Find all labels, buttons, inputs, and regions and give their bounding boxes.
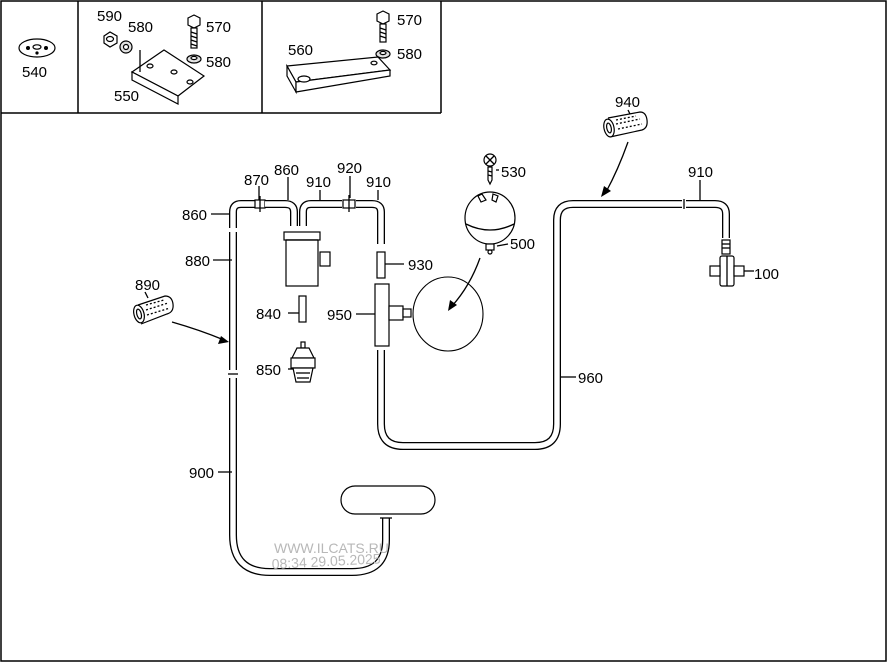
connector-870[interactable] (254, 196, 266, 212)
hose-900[interactable] (229, 378, 390, 576)
callout-910-a[interactable]: 910 (306, 174, 331, 191)
hose-860-left[interactable] (229, 200, 255, 228)
callout-580-a[interactable]: 580 (128, 19, 153, 36)
watermark-timestamp: 08:34 29.05.2025 (271, 550, 381, 572)
hose-960[interactable] (377, 200, 682, 450)
part-540-washer[interactable] (18, 38, 56, 58)
part-590-nut[interactable] (103, 31, 118, 48)
part-580-washer-b[interactable] (186, 54, 202, 64)
callout-930[interactable]: 930 (408, 257, 433, 274)
arrow-890-to-880 (171, 321, 229, 344)
part-550-bracket[interactable] (130, 49, 206, 105)
part-580-washer-c[interactable] (375, 49, 391, 59)
callout-580-c[interactable]: 580 (397, 46, 422, 63)
callout-890[interactable]: 890 (135, 277, 160, 294)
vacuum-reservoir-500[interactable] (464, 191, 516, 255)
callout-550[interactable]: 550 (114, 88, 139, 105)
callout-530[interactable]: 530 (501, 164, 526, 181)
callout-860-b[interactable]: 860 (182, 207, 207, 224)
part-570-bolt[interactable] (187, 14, 201, 49)
callout-870[interactable]: 870 (244, 172, 269, 189)
screw-530[interactable] (483, 153, 497, 186)
callout-850[interactable]: 850 (256, 362, 281, 379)
hose-900-end-cap (228, 373, 392, 519)
callout-590[interactable]: 590 (97, 8, 122, 25)
callout-940[interactable]: 940 (615, 94, 640, 111)
pipe-840[interactable] (298, 295, 307, 323)
arrow-940-to-960 (601, 141, 629, 197)
hose-910-a[interactable] (299, 200, 342, 226)
t-piece-950[interactable] (374, 283, 412, 347)
watermark-site: WWW.ILCATS.RU (274, 540, 389, 556)
vacuum-reservoir-outline (412, 276, 484, 352)
callout-580-b[interactable]: 580 (206, 54, 231, 71)
callout-570-a[interactable]: 570 (206, 19, 231, 36)
hose-890-piece[interactable] (132, 295, 174, 325)
leader-lines (144, 109, 701, 473)
valve-850[interactable] (290, 341, 316, 383)
callout-540[interactable]: 540 (22, 64, 47, 81)
callout-570-b[interactable]: 570 (397, 12, 422, 29)
filter-canister[interactable] (283, 231, 331, 287)
callout-900[interactable]: 900 (189, 465, 214, 482)
arrow-500-to-950 (448, 257, 481, 311)
callout-920[interactable]: 920 (337, 160, 362, 177)
callout-880[interactable]: 880 (185, 253, 210, 270)
callout-910-b[interactable]: 910 (366, 174, 391, 191)
callout-560[interactable]: 560 (288, 42, 313, 59)
hose-940-piece[interactable] (602, 111, 648, 138)
hose-910-b[interactable] (356, 200, 385, 244)
hose-860-right[interactable] (265, 200, 298, 226)
callout-100[interactable]: 100 (754, 266, 779, 283)
callout-910-c[interactable]: 910 (688, 164, 713, 181)
part-580-washer[interactable] (119, 40, 133, 54)
hose-910-c[interactable] (683, 199, 730, 238)
part-560-bracket[interactable] (286, 56, 392, 95)
callout-500[interactable]: 500 (510, 236, 535, 253)
connector-920[interactable] (342, 195, 356, 212)
check-valve-100[interactable] (709, 239, 754, 287)
callout-950[interactable]: 950 (327, 307, 352, 324)
hose-930[interactable] (376, 251, 386, 279)
part-570-bolt-b[interactable] (376, 10, 390, 43)
callout-960[interactable]: 960 (578, 370, 603, 387)
callout-860-a[interactable]: 860 (274, 162, 299, 179)
reservoir-outline (340, 485, 436, 515)
callout-840[interactable]: 840 (256, 306, 281, 323)
